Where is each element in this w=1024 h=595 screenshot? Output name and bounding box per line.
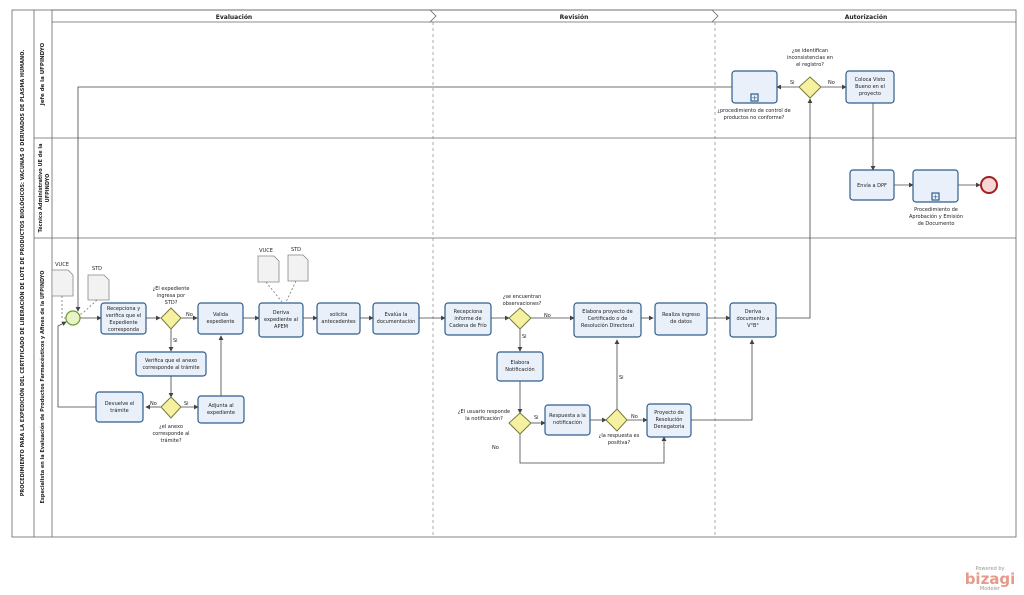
lane-title-tecnico: Técnico Administrativo UE de laUFPINDYO [37,144,51,233]
svg-text:Si: Si [173,338,178,344]
plus-icon: + [752,94,758,102]
doc-vuce-1[interactable]: VUCE [51,262,74,297]
phase-autorizacion: Autorización [845,14,887,21]
end-event[interactable] [980,176,998,194]
start-event[interactable] [65,310,81,326]
svg-text:VUCE: VUCE [259,248,273,254]
svg-text:Si: Si [522,334,527,340]
svg-text:Si: Si [619,375,624,381]
svg-text:Si: Si [790,80,795,86]
phase-separators [52,9,719,537]
phase-evaluacion: Evaluación [216,14,252,21]
svg-text:No: No [631,414,638,420]
plus-icon: + [933,193,939,201]
doc-std-1[interactable]: STD [87,266,110,301]
svg-text:Si: Si [534,415,539,421]
svg-text:No: No [492,445,499,451]
svg-text:No: No [186,312,193,318]
svg-text:No: No [150,401,157,407]
task-envia-dpf[interactable]: Envía a DPF [849,169,895,201]
bizagi-logo: Powered by bizagi Modeler [962,566,1018,592]
edge-labels: No Si No Si No Si Si No No Si Si No [150,80,835,451]
svg-text:STD: STD [92,266,102,272]
brand-name: bizagi [964,570,1016,588]
lane-title-jefe: Jefe de la UFPINDYO [40,42,46,106]
doc-std-2[interactable]: STD [287,247,309,282]
sequence-flows [57,84,981,464]
phase-revision: Revisión [560,14,589,21]
doc-vuce-2[interactable]: VUCE [257,248,280,283]
brand-modeler: Modeler [979,586,1001,592]
svg-text:Envía a DPF: Envía a DPF [857,182,887,189]
brand-powered-by: Powered by [975,566,1005,572]
svg-text:No: No [544,313,551,319]
svg-text:STD: STD [291,247,301,253]
svg-text:Si: Si [184,401,189,407]
lane-title-especialista: Especialista en la Evaluación de Product… [39,270,46,503]
svg-text:VUCE: VUCE [55,262,69,268]
svg-text:No: No [828,80,835,86]
pool-title: PROCEDIMIENTO PARA LA EXPEDICIÓN DEL CER… [19,50,26,497]
